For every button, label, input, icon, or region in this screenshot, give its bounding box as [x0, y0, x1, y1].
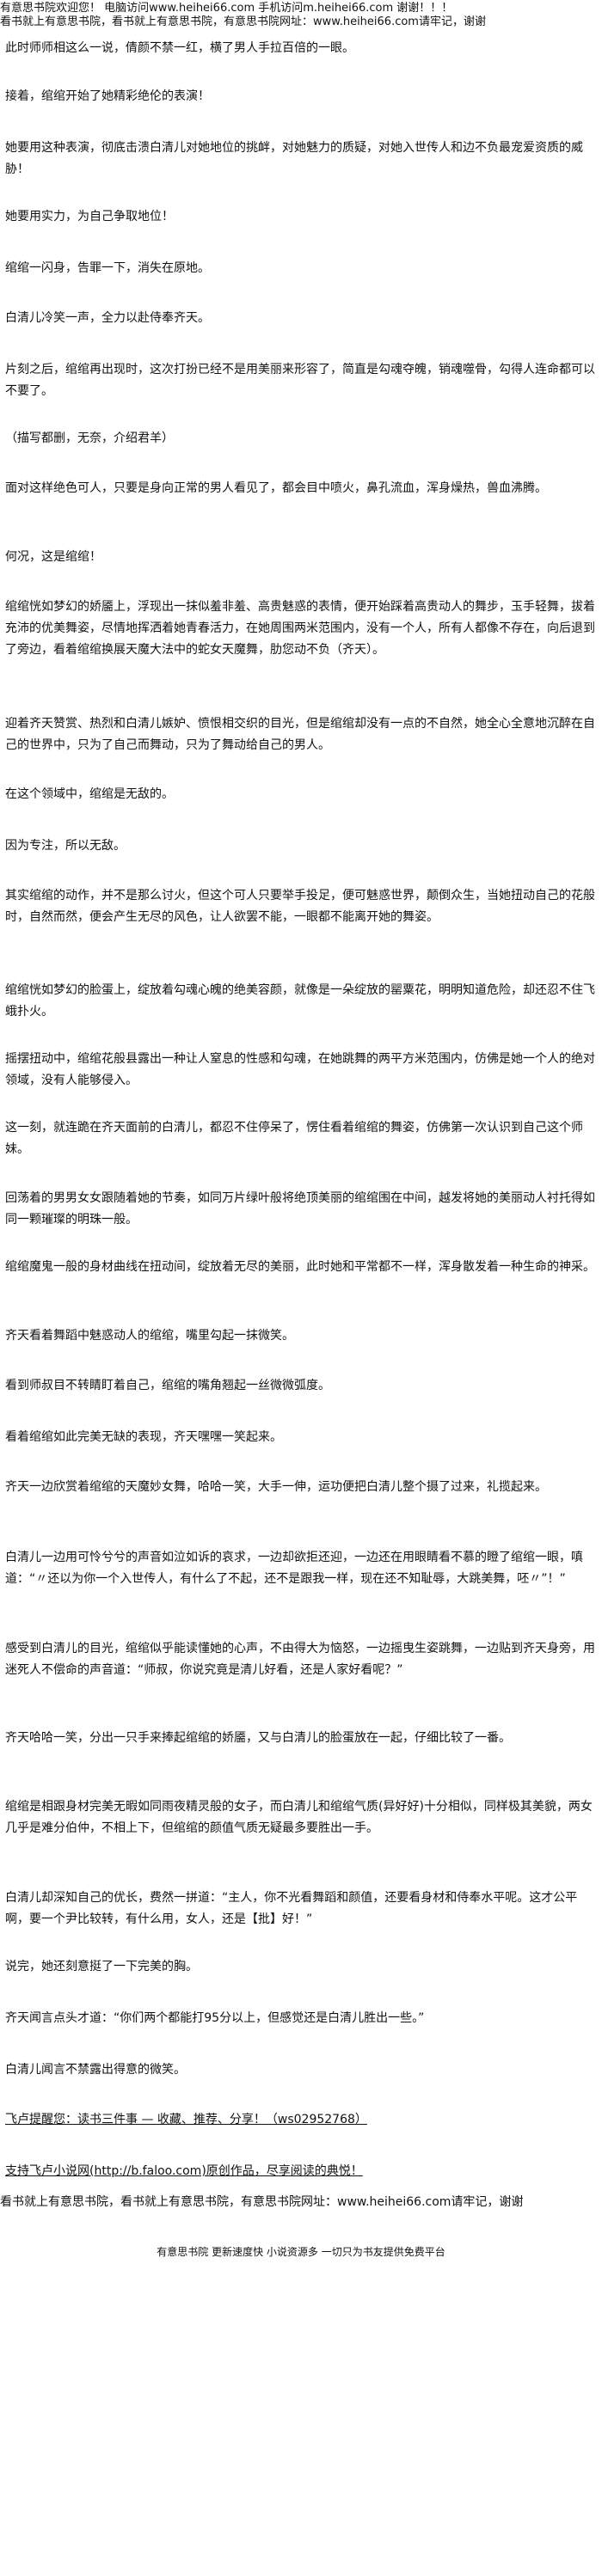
paragraph-27: 齐天哈哈一笑，分出一只手来捧起绾绾的娇靥，又与白清儿的脸蛋放在一起，仔细比较了一…	[5, 1731, 511, 1745]
paragraph-31: 齐天闻言点头才道：“你们两个都能打95分以上，但感觉还是白清儿胜出一些。”	[5, 2011, 425, 2025]
paragraph-23: 看着绾绾如此完美无缺的表现，齐天嘿嘿一笑起来。	[5, 1430, 282, 1444]
site-footer: 有意思书院 更新速度快 小说资源多 一切只为书友提供免费平台	[157, 2246, 445, 2258]
paragraph-32: 白清儿闻言不禁露出得意的微笑。	[5, 2063, 186, 2077]
paragraph-28: 绾绾是相跟身材完美无暇如同雨夜精灵般的女子，而白清儿和绾绾气质(异好好)十分相似…	[5, 1800, 593, 1835]
paragraph-14: 因为专注，所以无敌。	[5, 839, 126, 853]
paragraph-4: 她要用实力，为自己争取地位！	[5, 210, 174, 223]
notice-faloo-link[interactable]: 支持飞卢小说网(http://b.faloo.com)原创作品，尽享阅读的典悦！	[5, 2164, 363, 2178]
paragraph-17: 摇摆扭动中，绾绾花般县露出一种让人窒息的性感和勾魂，在她跳舞的两平方米范围内，仿…	[5, 1052, 595, 1087]
paragraph-16: 绾绾恍如梦幻的脸蛋上，绽放着勾魂心魄的绝美容颜，就像是一朵绽放的罂粟花，明明知道…	[5, 983, 595, 1019]
site-banner-sub: 看书就上有意思书院，看书就上有意思书院，有意思书院网址：www.heihei66…	[0, 15, 486, 28]
paragraph-21: 齐天看着舞蹈中魅惑动人的绾绾，嘴里勾起一抹微笑。	[5, 1329, 294, 1343]
paragraph-3: 她要用这种表演，彻底击溃白清儿对她地位的挑衅，对她魅力的质疑，对她入世传人和边不…	[5, 141, 583, 176]
site-banner-top: 有意思书院欢迎您！ 电脑访问www.heihei66.com 手机访问m.hei…	[0, 2, 453, 15]
paragraph-2: 接着，绾绾开始了她精彩绝伦的表演！	[5, 89, 210, 103]
paragraph-7: 片刻之后，绾绾再出现时，这次打扮已经不是用美丽来形容了，简直是勾魂夺魄，销魂噬骨…	[5, 363, 595, 398]
paragraph-26: 感受到白清儿的目光，绾绾似乎能读懂她的心声，不由得大为恼怒，一边摇曳生姿跳舞，一…	[5, 1642, 595, 1677]
paragraph-8: （描写都删，无奈，介绍君羊）	[5, 431, 174, 445]
paragraph-6: 白清儿冷笑一声，全力以赴侍奉齐天。	[5, 311, 210, 325]
paragraph-12: 迎着齐天赞赏、热烈和白清儿嫉妒、愤恨相交织的目光，但是绾绾却没有一点的不自然，她…	[5, 717, 595, 752]
paragraph-24: 齐天一边欣赏着绾绾的天魔妙女舞，哈哈一笑，大手一伸，运功便把白清儿整个摄了过来，…	[5, 1480, 547, 1494]
notice-bookmark: 飞卢提醒您：读书三件事 — 收藏、推荐、分享！（ws02952768）	[5, 2113, 367, 2126]
paragraph-1: 此时师师相这么一说，倩颜不禁一红，横了男人手拉百倍的一眼。	[5, 41, 354, 55]
paragraph-25: 白清儿一边用可怜兮兮的声音如泣如诉的哀求，一边却欲拒还迎，一边还在用眼睛看不慕的…	[5, 1551, 583, 1586]
paragraph-13: 在这个领域中，绾绾是无敌的。	[5, 787, 174, 801]
paragraph-11: 绾绾恍如梦幻的娇靥上，浮现出一抹似羞非羞、高贵魅惑的表情，便开始踩着高贵动人的舞…	[5, 600, 595, 657]
paragraph-19: 回荡着的男男女女跟随着她的节奏，如同万片绿叶般将绝顶美丽的绾绾围在中间，越发将她…	[5, 1191, 595, 1227]
paragraph-30: 说完，她还刻意挺了一下完美的胸。	[5, 1960, 198, 1973]
paragraph-29: 白清儿却深知自己的优长，费然一拼道：“主人，你不光看舞蹈和颜值，还要看身材和侍奉…	[5, 1891, 578, 1926]
paragraph-9: 面对这样绝色可人，只要是身向正常的男人看见了，都会目中喷火，鼻孔流血，浑身燥热，…	[5, 481, 547, 495]
paragraph-15: 其实绾绾的动作，并不是那么讨火，但这个可人只要举手投足，便可魅惑世界，颠倒众生，…	[5, 889, 595, 924]
paragraph-5: 绾绾一闪身，告罪一下，消失在原地。	[5, 261, 210, 275]
paragraph-10: 何况，这是绾绾！	[5, 550, 101, 564]
paragraph-20: 绾绾魔鬼一般的身材曲线在扭动间，绽放着无尽的美丽，此时她和平常都不一样，浑身散发…	[5, 1260, 595, 1274]
paragraph-18: 这一刻，就连跪在齐天面前的白清儿，都忍不住停呆了，愣住看着绾绾的舞姿，仿佛第一次…	[5, 1121, 583, 1156]
site-banner-bottom: 看书就上有意思书院，看书就上有意思书院，有意思书院网址：www.heihei66…	[0, 2195, 524, 2209]
paragraph-22: 看到师叔目不转睛盯着自己，绾绾的嘴角翘起一丝微微弧度。	[5, 1379, 330, 1392]
